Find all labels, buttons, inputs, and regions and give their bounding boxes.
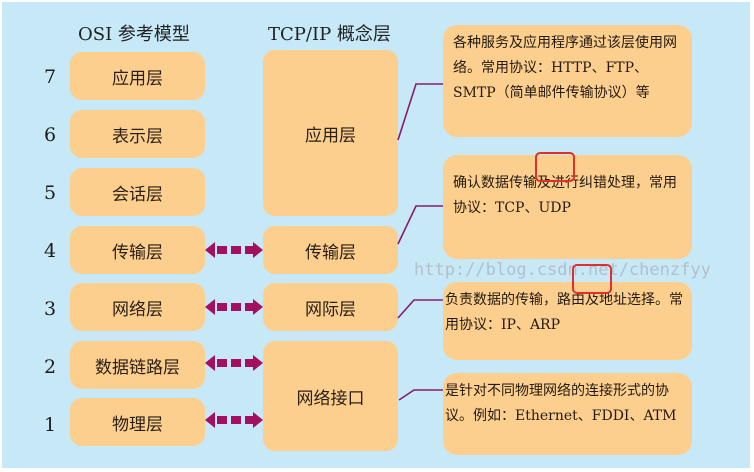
tcpip-application-layer: 应用层: [263, 50, 398, 216]
arrow-physical: [205, 412, 263, 428]
osi-network-layer: 网络层: [70, 283, 205, 331]
osi-physical-layer: 物理层: [70, 398, 205, 446]
watermark: http://blog.csdn.net/chenzfyy: [414, 260, 711, 280]
transport-description: 确认数据传输及进行纠错处理，常用协议：TCP、UDP: [443, 155, 692, 259]
tcpip-network-interface-layer: 网络接口: [263, 341, 398, 451]
highlight-box: [535, 152, 575, 182]
osi-tcpip-diagram: OSI 参考模型 TCP/IP 概念层 7 6 5 4 3 2 1 应用层 表示…: [2, 2, 750, 468]
layer-number: 3: [43, 298, 57, 320]
description-lines: [397, 83, 443, 401]
tcpip-internet-layer: 网际层: [263, 283, 398, 331]
network-interface-description: 是针对不同物理网络的连接形式的协议。例如：Ethernet、FDDI、ATM: [443, 373, 692, 455]
arrow-datalink: [205, 355, 263, 371]
layer-number: 5: [43, 182, 57, 204]
tcpip-transport-layer: 传输层: [263, 226, 398, 274]
osi-datalink-layer: 数据链路层: [70, 341, 205, 389]
osi-transport-layer: 传输层: [70, 226, 205, 274]
connectors: [205, 83, 443, 428]
internet-description: 负责数据的传输，路由及地址选择。常用协议：IP、ARP: [443, 282, 692, 360]
osi-header: OSI 参考模型: [78, 24, 190, 45]
osi-application-layer: 应用层: [70, 52, 205, 100]
arrow-network: [205, 299, 263, 315]
highlight-box: [572, 264, 612, 294]
layer-number: 1: [43, 414, 57, 436]
double-arrows: [205, 242, 263, 428]
osi-presentation-layer: 表示层: [70, 110, 205, 158]
osi-session-layer: 会话层: [70, 168, 205, 216]
layer-number: 2: [43, 356, 57, 378]
layer-number: 6: [43, 124, 57, 146]
layer-number: 7: [43, 66, 57, 88]
application-description: 各种服务及应用程序通过该层使用网络。常用协议：HTTP、FTP、SMTP（简单邮…: [443, 25, 692, 137]
tcpip-header: TCP/IP 概念层: [268, 24, 391, 45]
arrow-transport: [205, 242, 263, 258]
layer-number: 4: [43, 240, 57, 262]
